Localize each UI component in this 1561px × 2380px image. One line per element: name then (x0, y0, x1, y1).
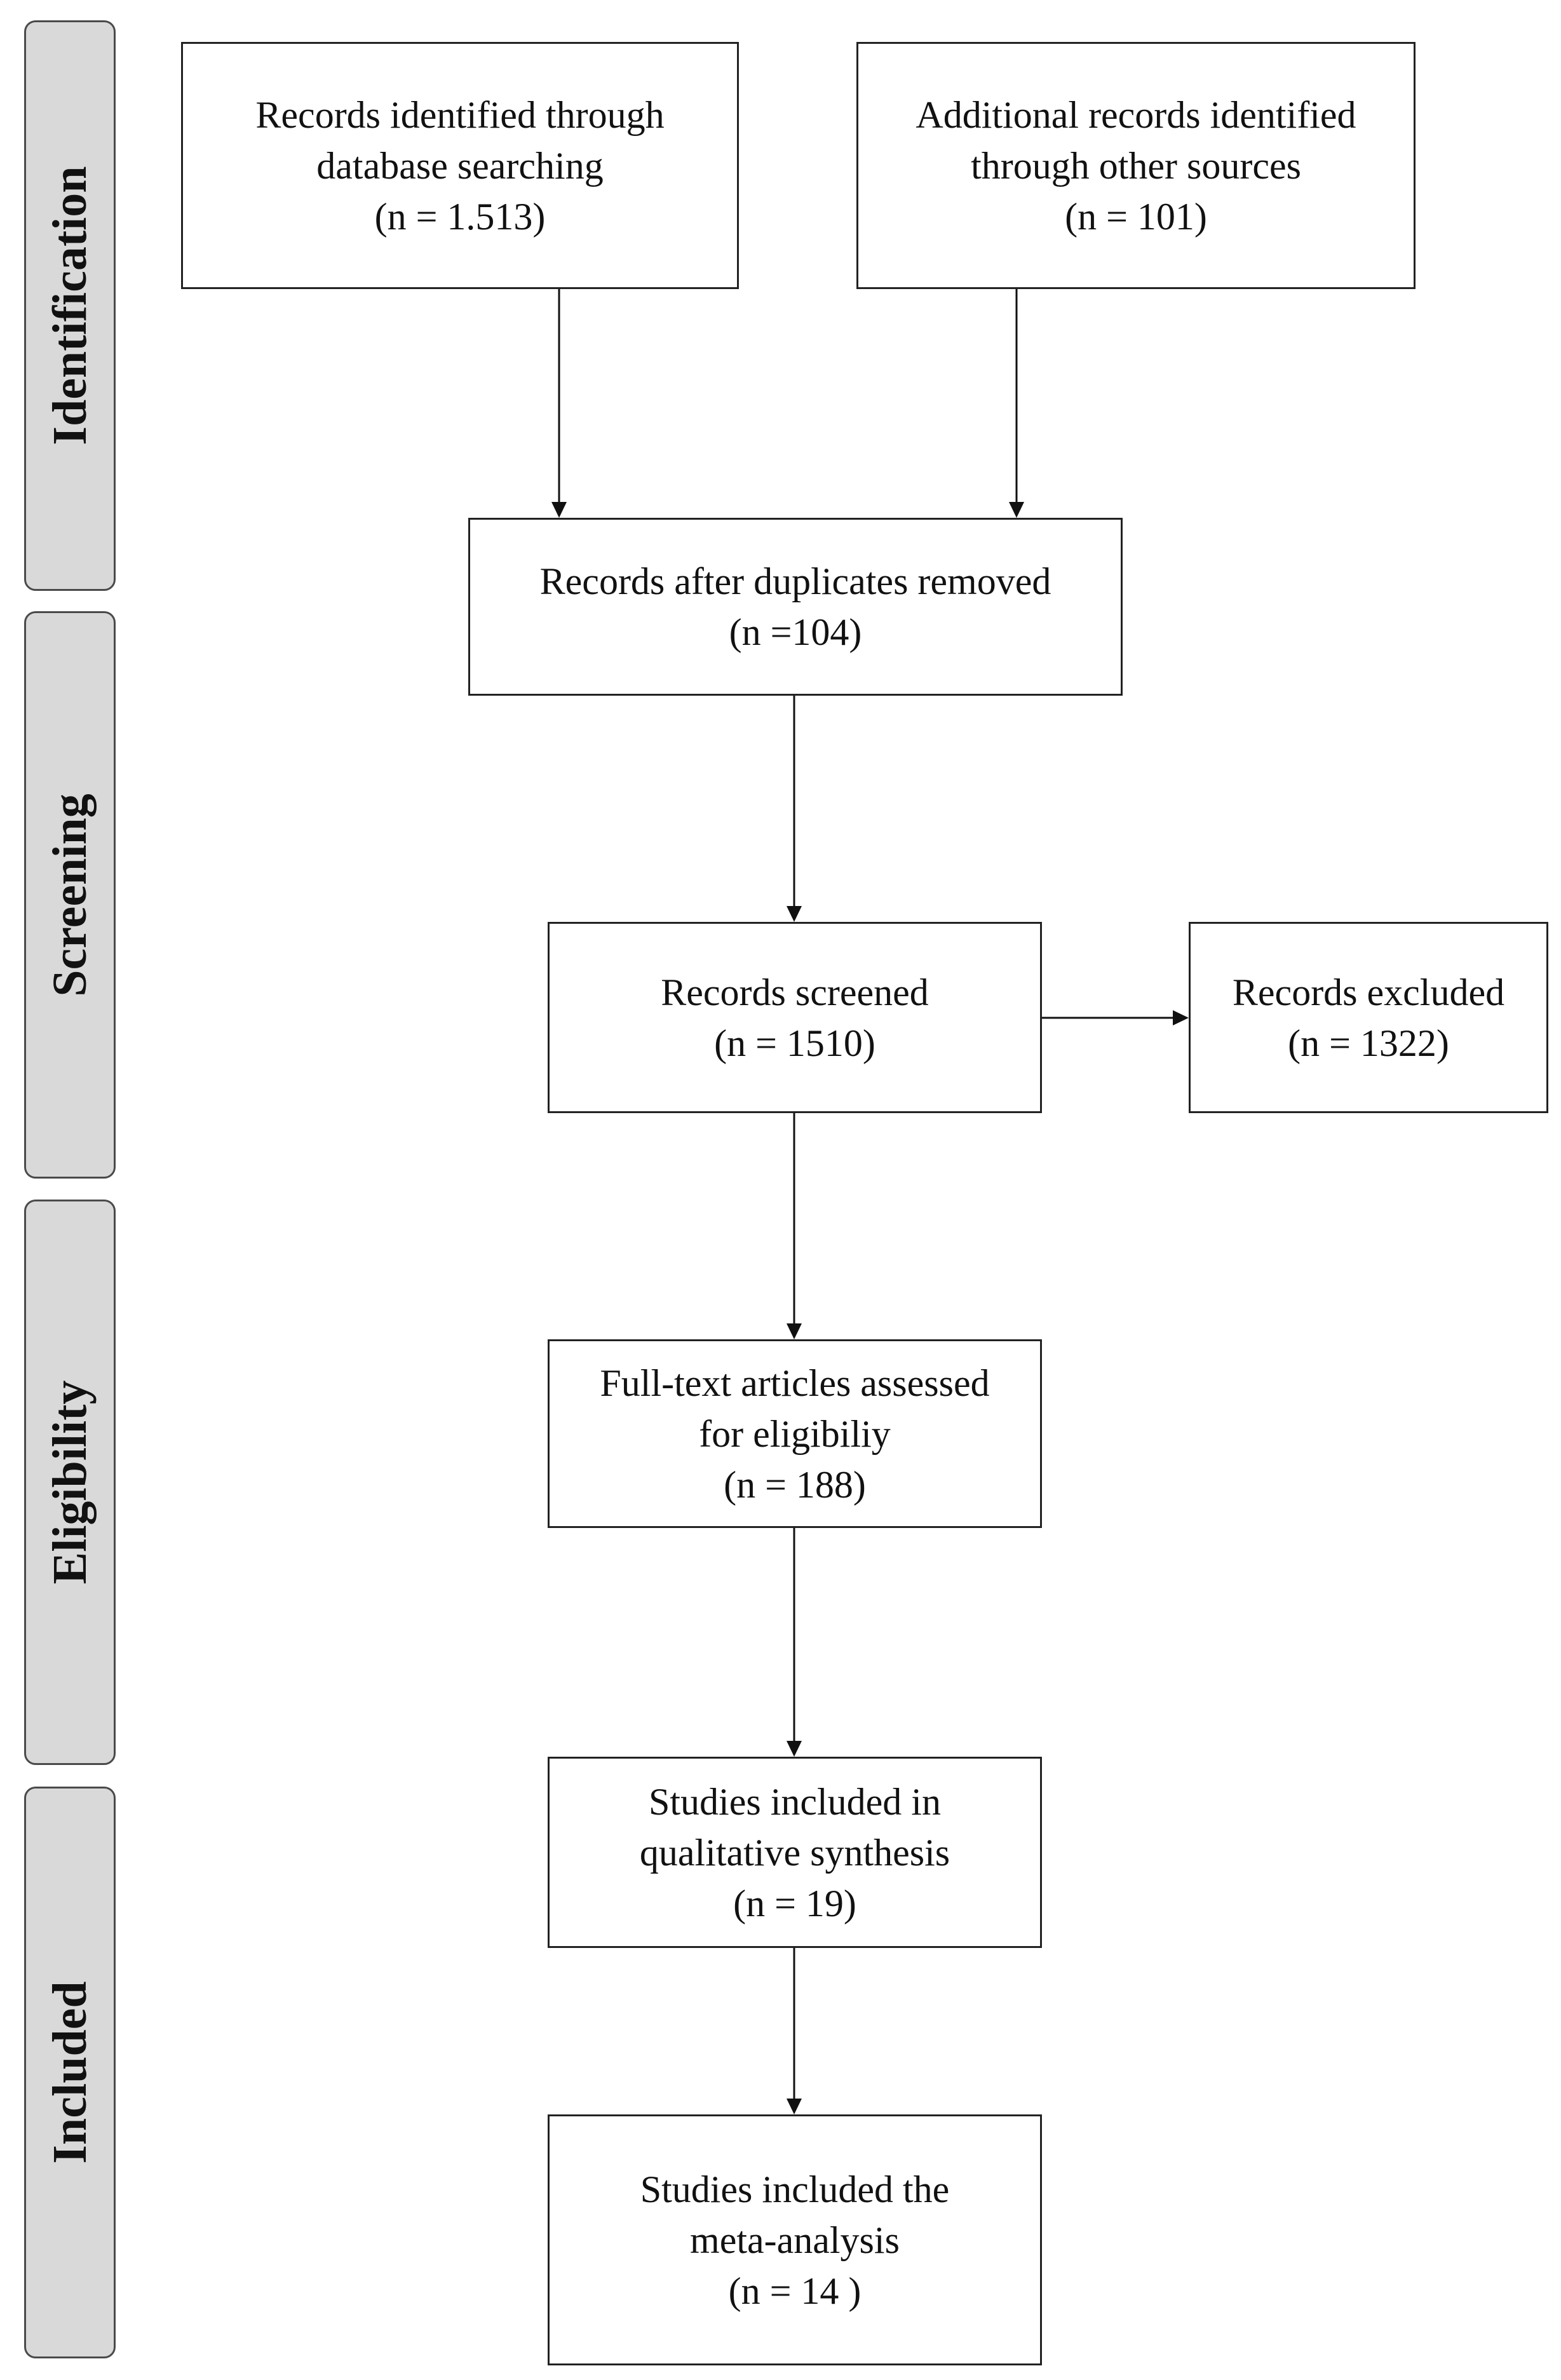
box-meta-line1: Studies included the (640, 2168, 950, 2210)
box-meta-line2: meta-analysis (690, 2219, 900, 2261)
arrowhead-fulltext (787, 1323, 802, 1339)
arrowhead-excluded (1173, 1010, 1189, 1025)
box-records-excluded: Records excluded (n = 1322) (1189, 922, 1548, 1113)
box-database-count: (n = 1.513) (374, 195, 546, 238)
arrowhead-qualitative (787, 1741, 802, 1757)
box-excluded-line1: Records excluded (1232, 971, 1505, 1013)
box-database-line1: Records identified through (255, 93, 665, 136)
arrowhead-duplicates (787, 906, 802, 922)
arrowhead-database (551, 502, 567, 518)
phase-eligibility: Eligibility (24, 1200, 116, 1765)
box-excluded-count: (n = 1322) (1288, 1022, 1449, 1064)
box-duplicates-line1: Records after duplicates removed (539, 560, 1051, 602)
box-fulltext-assessed: Full-text articles assessed for eligibil… (548, 1339, 1042, 1528)
box-fulltext-count: (n = 188) (724, 1463, 866, 1506)
box-other-line2: through other sources (971, 144, 1301, 187)
box-other-count: (n = 101) (1065, 195, 1207, 238)
box-fulltext-line1: Full-text articles assessed (600, 1362, 990, 1404)
box-qualitative-line2: qualitative synthesis (639, 1831, 950, 1874)
phase-screening: Screening (24, 611, 116, 1179)
box-other-line1: Additional records identified (916, 93, 1356, 136)
box-qualitative-line1: Studies included in (649, 1780, 941, 1823)
arrowhead-meta (787, 2099, 802, 2114)
arrowhead-other (1009, 502, 1024, 518)
box-meta-count: (n = 14 ) (728, 2269, 862, 2312)
box-other-sources: Additional records identified through ot… (856, 42, 1416, 289)
box-duplicates-count: (n =104) (729, 611, 862, 653)
box-meta-analysis: Studies included the meta-analysis (n = … (548, 2114, 1042, 2365)
box-screened-count: (n = 1510) (714, 1022, 875, 1064)
box-screened-line1: Records screened (661, 971, 929, 1013)
box-fulltext-line2: for eligibiliy (699, 1412, 891, 1455)
box-duplicates-removed: Records after duplicates removed (n =104… (468, 518, 1123, 696)
box-qualitative-synthesis: Studies included in qualitative synthesi… (548, 1757, 1042, 1948)
phase-identification: Identification (24, 20, 116, 591)
box-database-records: Records identified through database sear… (181, 42, 739, 289)
box-records-screened: Records screened (n = 1510) (548, 922, 1042, 1113)
phase-included: Included (24, 1787, 116, 2358)
box-qualitative-count: (n = 19) (733, 1882, 856, 1924)
box-database-line2: database searching (316, 144, 604, 187)
